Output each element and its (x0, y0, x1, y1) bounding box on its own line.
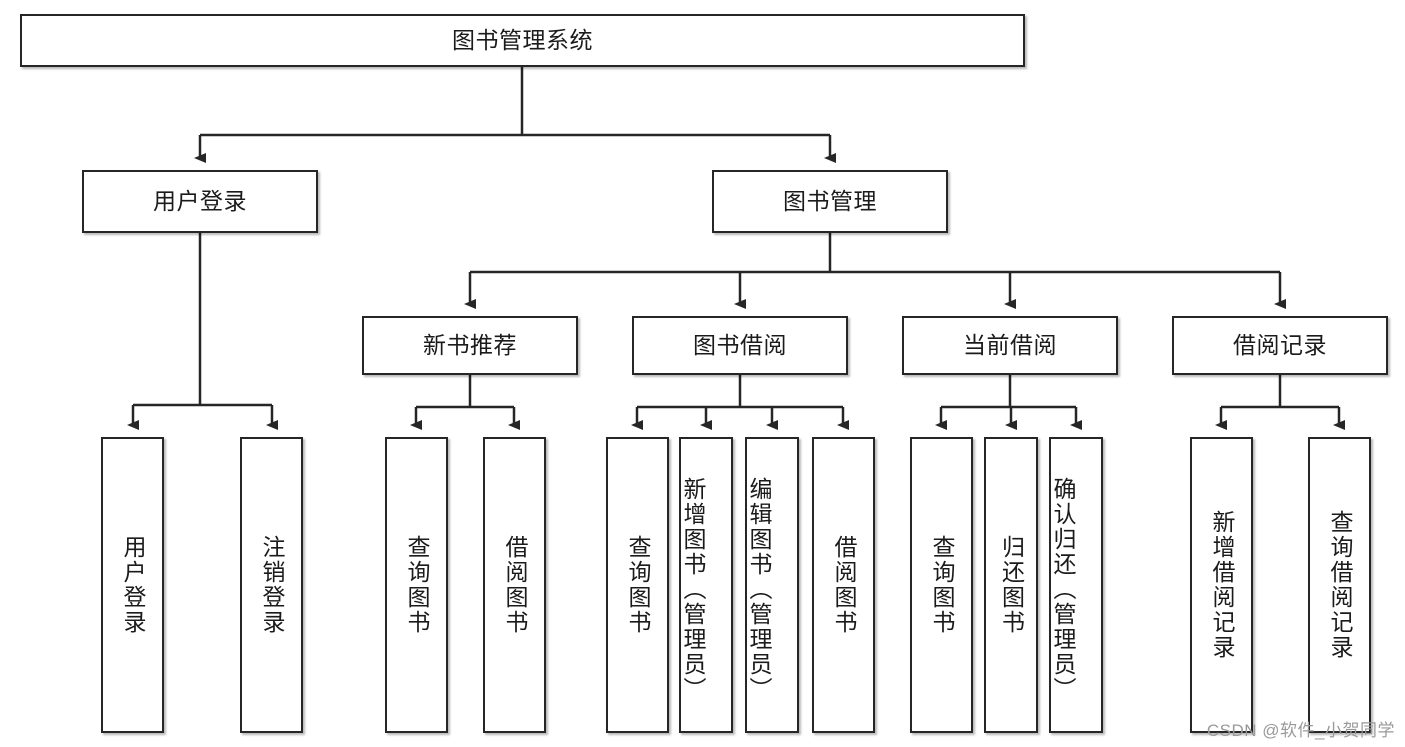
node-leaf-user-logout-label: 注销登录 (259, 535, 285, 635)
node-leaf-user-login-label: 用户登录 (120, 535, 146, 635)
node-book-management[interactable]: 图书管理 (712, 170, 948, 233)
node-leaf-return-book[interactable]: 归还图书 (984, 437, 1038, 733)
node-leaf-add-borrow-record-label: 新增借阅记录 (1209, 510, 1235, 660)
node-leaf-query-book-current-label: 查询图书 (929, 535, 955, 635)
node-current-borrow-label: 当前借阅 (963, 331, 1057, 358)
node-leaf-confirm-return-label: 确认归还（管理员） (1050, 476, 1076, 702)
node-current-borrow[interactable]: 当前借阅 (902, 316, 1118, 375)
node-root-label: 图书管理系统 (452, 26, 593, 53)
node-leaf-query-book-current[interactable]: 查询图书 (910, 437, 973, 733)
node-leaf-edit-book-label: 编辑图书（管理员） (746, 476, 772, 702)
node-leaf-query-book-rec-label: 查询图书 (404, 535, 430, 635)
node-leaf-user-logout[interactable]: 注销登录 (240, 437, 303, 733)
node-leaf-borrow-book-rec[interactable]: 借阅图书 (483, 437, 546, 733)
node-borrow-records-label: 借阅记录 (1233, 331, 1327, 358)
node-borrow-records[interactable]: 借阅记录 (1172, 316, 1388, 375)
watermark: CSDN @软件_小贺同学 (1206, 721, 1395, 740)
node-leaf-add-book-label: 新增图书（管理员） (680, 476, 706, 702)
node-root[interactable]: 图书管理系统 (20, 14, 1025, 67)
node-user-login-label: 用户登录 (153, 187, 247, 214)
node-leaf-query-borrow-record[interactable]: 查询借阅记录 (1308, 437, 1371, 733)
node-leaf-add-borrow-record[interactable]: 新增借阅记录 (1190, 437, 1253, 733)
node-leaf-borrow-book-rec-label: 借阅图书 (502, 535, 528, 635)
node-leaf-borrow-book[interactable]: 借阅图书 (812, 437, 875, 733)
node-book-borrow-label: 图书借阅 (693, 331, 787, 358)
node-leaf-query-borrow-record-label: 查询借阅记录 (1327, 510, 1353, 660)
node-leaf-query-book-rec[interactable]: 查询图书 (385, 437, 448, 733)
node-book-management-label: 图书管理 (783, 187, 877, 214)
node-leaf-query-book-borrow[interactable]: 查询图书 (606, 437, 669, 733)
node-leaf-return-book-label: 归还图书 (998, 535, 1025, 635)
node-leaf-borrow-book-label: 借阅图书 (831, 535, 857, 635)
node-leaf-query-book-borrow-label: 查询图书 (625, 535, 651, 635)
node-new-book-recommend[interactable]: 新书推荐 (362, 316, 578, 375)
node-new-book-recommend-label: 新书推荐 (423, 331, 517, 358)
node-leaf-confirm-return[interactable]: 确认归还（管理员） (1049, 437, 1103, 733)
node-leaf-user-login[interactable]: 用户登录 (101, 437, 164, 733)
node-user-login[interactable]: 用户登录 (82, 170, 318, 233)
node-leaf-edit-book[interactable]: 编辑图书（管理员） (745, 437, 799, 733)
node-book-borrow[interactable]: 图书借阅 (632, 316, 848, 375)
node-leaf-add-book[interactable]: 新增图书（管理员） (679, 437, 733, 733)
